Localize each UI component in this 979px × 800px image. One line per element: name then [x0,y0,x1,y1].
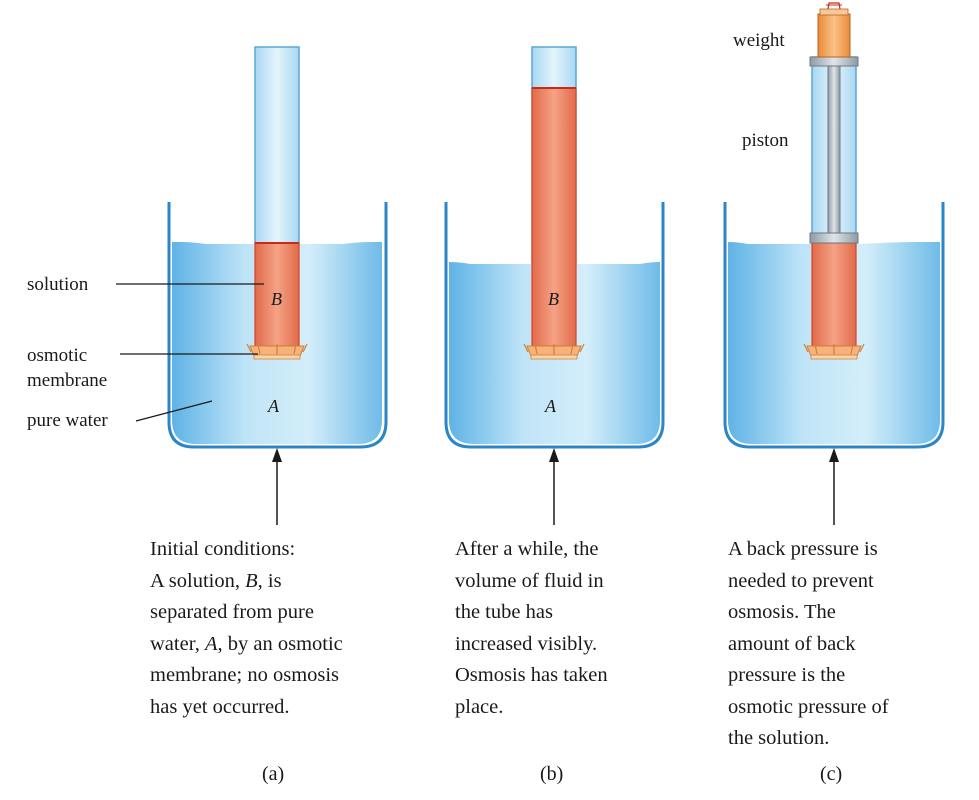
panel-a-id: (a) [262,763,284,785]
panel-a: B A [167,46,388,525]
caption-line: A back pressure is [728,538,878,560]
caption-line: osmosis. The [728,601,836,623]
panel-b-id: (b) [540,763,563,785]
caption-line: A solution, B, is [150,569,282,592]
membrane-a [246,343,308,360]
caption-c: A back pressure is needed to prevent osm… [728,534,889,755]
membrane-label-line2: membrane [27,370,107,391]
piston [809,56,859,244]
pure-water-label: pure water [27,410,108,431]
tube-a [254,46,300,245]
beaker-a [167,202,388,449]
panel-b: B A [444,46,665,525]
caption-line: increased visibly. [455,632,598,655]
solution-c [811,242,857,347]
caption-b: After a while, the volume of fluid in th… [455,534,608,723]
caption-a: Initial conditions: A solution, B, is se… [150,534,343,723]
caption-line: Osmosis has taken [455,664,608,686]
caption-line: amount of back [728,632,856,655]
beaker-c [723,202,945,449]
caption-line: water, A, by an osmotic [150,632,343,655]
solution-label: solution [27,274,89,295]
membrane-c [803,343,865,360]
panel-c: weight piston [723,2,945,525]
letter-b-b: B [548,289,559,309]
caption-line: Initial conditions: [150,538,296,560]
caption-line: place. [455,695,504,718]
caption-line: membrane; no osmosis [150,664,340,686]
solution-b [531,87,577,347]
caption-line: osmotic pressure of [728,695,889,718]
caption-line: volume of fluid in [455,569,604,592]
weight-label: weight [733,30,785,51]
letter-a-a: A [267,396,280,416]
caption-line: needed to prevent [728,569,874,592]
leader-labels: solution osmotic membrane pure water [27,274,264,431]
caption-line: the tube has [455,601,553,623]
caption-line: has yet occurred. [150,695,290,718]
weight [817,2,851,58]
caption-line: separated from pure [150,601,314,623]
membrane-label-line1: osmotic [27,345,87,366]
piston-label: piston [742,130,789,151]
letter-a-b: A [544,396,557,416]
beaker-b [444,202,665,449]
caption-line: the solution. [728,727,830,749]
membrane-b [523,343,585,360]
letter-b-a: B [271,289,282,309]
panel-c-id: (c) [820,763,842,785]
caption-line: pressure is the [728,664,846,686]
caption-line: After a while, the [455,538,599,560]
